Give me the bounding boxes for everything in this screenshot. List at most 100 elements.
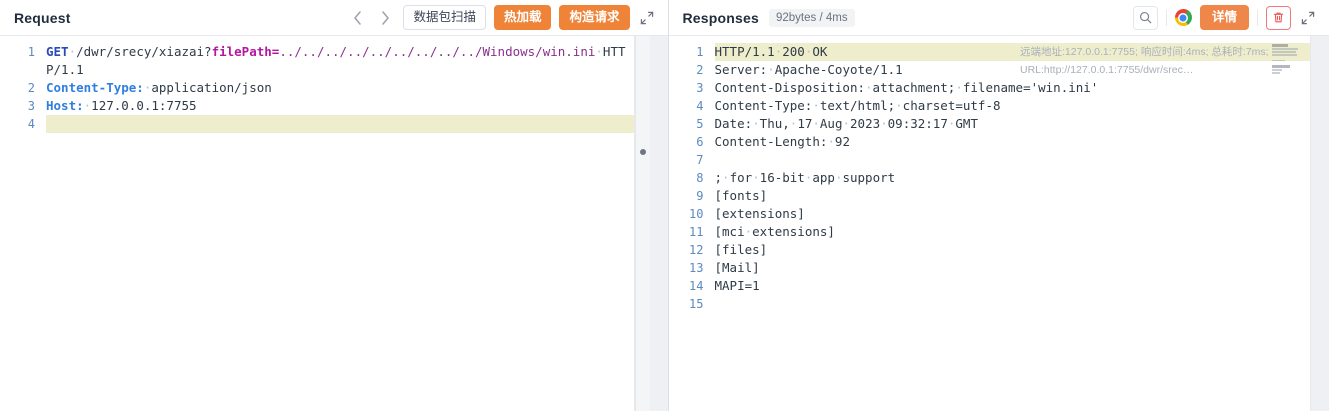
search-icon[interactable] [1132,5,1158,30]
token-dot: · [143,80,152,95]
request-scrollbar-track[interactable] [639,38,646,409]
line-number: 1 [27,45,35,59]
token-method: GET [46,44,69,59]
hot-reload-button[interactable]: 热加载 [493,4,552,31]
token-plain: Thu, [759,116,790,131]
request-code-area[interactable]: 1 GET·/dwr/srecy/xiazai?filePath=../../..… [0,36,634,411]
token-header: Host: [46,98,84,113]
detail-button[interactable]: 详情 [1199,4,1249,31]
token-plain: [files] [714,242,768,257]
token-dot: · [722,170,730,185]
code-line: 10 [extensions] [669,205,1311,223]
line-number: 4 [696,99,704,113]
token-dot: · [865,80,873,95]
token-dot: · [804,44,813,59]
code-line: 9[fonts] [669,187,1311,205]
build-request-button[interactable]: 构造请求 [559,4,630,31]
line-content[interactable]: GET·/dwr/srecy/xiazai?filePath=../../../… [46,43,634,79]
token-dot: · [752,116,760,131]
token-plain: 16-bit [759,170,805,185]
token-header: Content-Type: [46,80,144,95]
token-dot: · [789,116,798,131]
request-right-filler [649,36,668,411]
token-value: ../../../../../../../../../Windows/win.i… [279,44,596,59]
line-content[interactable]: Date:·Thu,·17·Aug·2023·09:32:17·GMT [715,115,1311,133]
line-number: 7 [696,153,704,167]
request-scrollbar-thumb[interactable] [639,149,646,155]
token-plain: HTTP/1.1 [46,44,626,77]
token-plain: Apache-Coyote/1.1 [774,62,903,77]
line-content[interactable]: [Mail] [715,259,1311,277]
line-number: 2 [696,63,704,77]
response-panel: Responses 92bytes / 4ms 详情 [668,0,1329,411]
token-plain: [mci [714,224,745,239]
code-line: 4 [0,115,634,133]
token-plain: GMT [955,116,978,131]
request-code-pane: 1 GET·/dwr/srecy/xiazai?filePath=../../..… [0,36,635,411]
next-packet-button[interactable] [375,7,395,29]
expand-icon[interactable] [638,9,656,27]
line-content[interactable]: HTTP/1.1·200·OK [714,43,1310,61]
code-line: 11 [mci·extensions] [669,223,1311,241]
line-content[interactable] [46,115,634,133]
token-plain: application/json [151,80,272,95]
request-scrollbar[interactable] [634,36,650,411]
code-line: 7 [669,151,1311,169]
token-plain: Content-Type: [714,98,813,113]
line-number: 3 [27,99,35,113]
token-plain: HTTP/1.1 [714,44,775,59]
token-plain: [Mail] [714,260,760,275]
token-dot: · [812,98,820,113]
token-dot: · [767,62,775,77]
token-plain: app [812,170,835,185]
line-content[interactable]: [fonts] [715,187,1311,205]
line-number: 8 [696,171,704,185]
expand-icon[interactable] [1299,9,1317,27]
token-plain: 92 [834,134,850,149]
line-content[interactable]: Content-Length:·92 [715,133,1311,151]
line-content[interactable]: Content-Disposition:·attachment;·filenam… [715,79,1311,97]
line-number: 10 [689,207,704,221]
token-dot: · [880,116,888,131]
line-number: 14 [689,279,704,293]
token-plain: support [842,170,896,185]
line-content[interactable]: MAPI=1 [715,277,1311,295]
line-content[interactable]: Content-Type:·application/json [46,79,634,97]
line-content[interactable]: Host:·127.0.0.1:7755 [46,97,634,115]
request-code-lines: 1 GET·/dwr/srecy/xiazai?filePath=../../..… [0,36,634,411]
line-content[interactable] [715,151,1311,169]
token-dot: · [752,170,760,185]
code-line: 14 MAPI=1 [669,277,1311,295]
line-content[interactable]: [extensions] [715,205,1311,223]
line-content[interactable] [715,295,1311,313]
token-plain: 127.0.0.1:7755 [91,98,197,113]
token-dot: · [895,98,903,113]
chrome-icon[interactable] [1174,9,1192,26]
line-content[interactable]: ;·for·16-bit·app·support [715,169,1311,187]
trash-icon[interactable] [1266,5,1291,30]
token-plain: ; [714,170,723,185]
line-content[interactable]: Server:·Apache-Coyote/1.1 [715,61,1311,79]
line-number: 13 [689,261,704,275]
line-content[interactable]: [mci·extensions] [715,223,1311,241]
header-separator [1257,9,1258,26]
prev-packet-button[interactable] [347,7,367,29]
line-content[interactable]: [files] [715,241,1311,259]
response-header: Responses 92bytes / 4ms 详情 [668,0,1329,36]
line-content[interactable]: Content-Type:·text/html;·charset=utf-8 [715,97,1311,115]
request-title: Request [14,9,71,26]
token-dot: · [842,116,851,131]
token-dot: · [834,170,843,185]
token-dot: · [804,170,813,185]
line-number: 11 [689,225,704,239]
packet-scan-button[interactable]: 数据包扫描 [403,4,486,31]
token-plain: [fonts] [714,188,768,203]
code-line: 15 [669,295,1311,313]
token-plain: Aug [819,116,843,131]
